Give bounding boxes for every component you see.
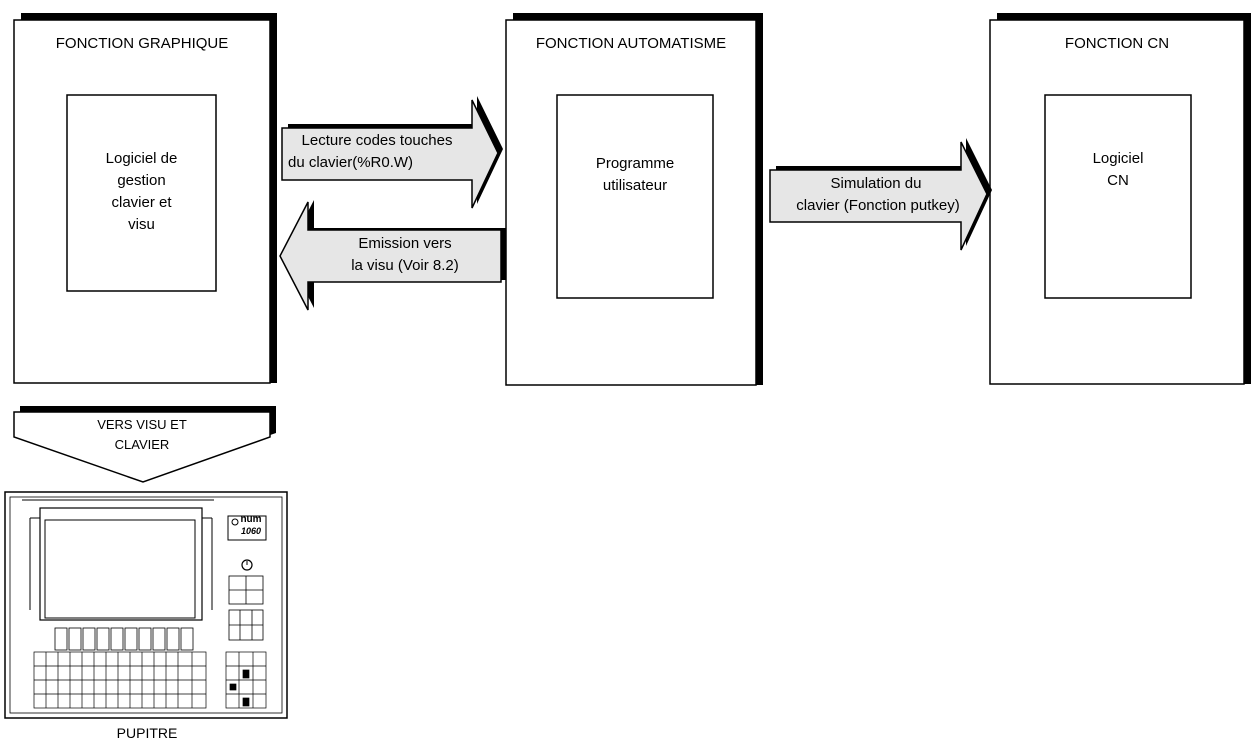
label-programme-line1: Programme — [595, 155, 675, 172]
title-fonction-cn: FONCTION CN — [1064, 35, 1170, 52]
arrow-emission-line1: Emission vers — [358, 235, 452, 252]
arrow-lecture-line1: Lecture codes touches — [301, 132, 453, 149]
title-fonction-automatisme: FONCTION AUTOMATISME — [535, 35, 727, 52]
console-logo — [227, 515, 267, 541]
label-logiciel-cn-line2: CN — [1107, 172, 1129, 189]
cycle-key-block — [228, 609, 264, 641]
label-logiciel-gestion-line1: Logiciel de — [105, 150, 178, 167]
mode-key-block — [228, 575, 264, 605]
arrow-vers-visu-clavier — [13, 406, 276, 483]
title-fonction-graphique: FONCTION GRAPHIQUE — [55, 35, 229, 52]
numeric-keypad — [225, 651, 267, 709]
arrow-emission-line2: la visu (Voir 8.2) — [351, 257, 459, 274]
softkey-row — [54, 627, 194, 651]
inner-box-logiciel-gestion — [66, 94, 217, 292]
arrow-lecture-line2: du clavier(%R0.W) — [288, 154, 414, 171]
console-screen — [44, 519, 196, 619]
inner-box-logiciel-cn — [1044, 94, 1192, 299]
console-logo-model: 1060 — [240, 526, 262, 536]
console-logo-text: num — [240, 514, 262, 525]
inner-box-programme — [556, 94, 714, 299]
arrow-lecture-codes — [281, 96, 503, 209]
arrow-simulation-line2: clavier (Fonction putkey) — [796, 197, 960, 214]
arrow-simulation-clavier — [769, 138, 992, 251]
arrow-vers-visu-line1: VERS VISU ET — [97, 417, 187, 432]
label-programme-line2: utilisateur — [602, 177, 668, 194]
arrow-vers-visu-line2: CLAVIER — [114, 437, 170, 452]
block-fonction-automatisme — [505, 13, 763, 386]
label-logiciel-gestion-line4: visu — [128, 216, 155, 233]
label-logiciel-gestion-line3: clavier et — [111, 194, 172, 211]
keyboard-grid — [33, 651, 207, 709]
label-logiciel-cn-line1: Logiciel — [1092, 150, 1144, 167]
block-fonction-cn — [989, 13, 1251, 385]
arrow-emission-visu — [279, 200, 506, 311]
caption-pupitre: PUPITRE — [116, 725, 178, 741]
arrow-simulation-line1: Simulation du — [830, 175, 922, 192]
console-pupitre — [4, 491, 288, 719]
label-logiciel-gestion-line2: gestion — [117, 172, 166, 189]
block-frame — [989, 19, 1245, 385]
block-fonction-graphique — [13, 13, 277, 384]
